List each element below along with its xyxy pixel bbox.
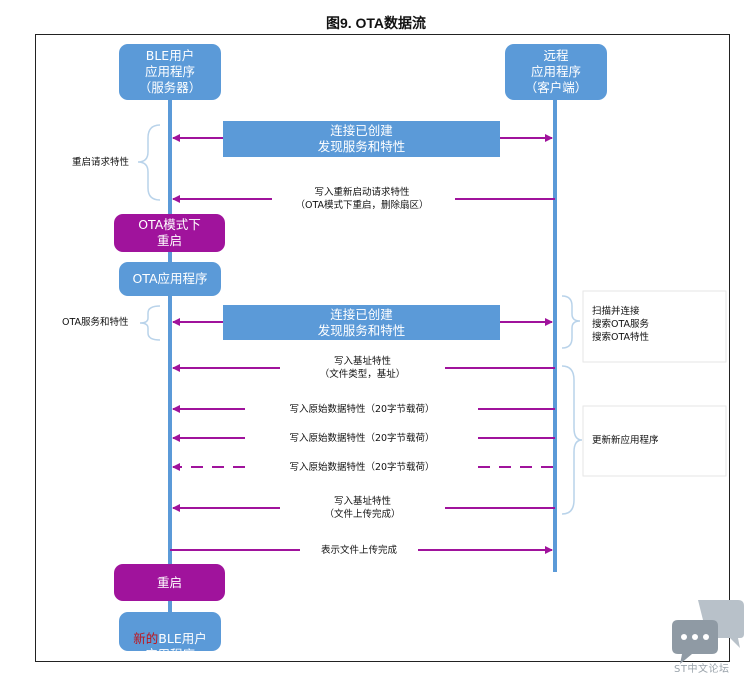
diagram-frame [35,34,730,662]
client-participant: 远程 应用程序 （客户端） [505,44,607,100]
note-reboot-request: 重启请求特性 [72,157,130,168]
new-app-label: BLE用户 应用程序 [144,631,207,662]
reboot-state: 重启 [114,564,225,601]
new-app-state: 新的BLE用户 应用程序 [119,612,221,662]
connect-band-1: 连接已创建 发现服务和特性 [223,121,500,157]
note-ota-service: OTA服务和特性 [62,317,129,328]
right-brace-update [561,365,583,515]
msg-write-base-1: 写入基址特性 （文件类型，基址） [319,356,406,380]
right-note-update-box [582,405,727,477]
ota-reboot-state: OTA模式下 重启 [114,214,225,252]
watermark-text: ST中文论坛 [674,664,730,675]
msg-raw-3: 写入原始数据特性（20字节载荷） [289,462,435,473]
right-note-scan-box [582,290,727,363]
figure-title: 图9. OTA数据流 [325,15,427,31]
msg-write-base-2: 写入基址特性 （文件上传完成） [324,496,401,520]
msg-write-reboot: 写入重新启动请求特性 （OTA模式下重启，删除扇区） [295,187,429,211]
new-app-prefix: 新的 [133,631,159,646]
connect-band-2: 连接已创建 发现服务和特性 [223,305,500,340]
left-brace-reboot [137,124,161,201]
server-participant: BLE用户 应用程序 （服务器） [119,44,221,100]
ota-app-state: OTA应用程序 [119,262,221,296]
msg-raw-1: 写入原始数据特性（20字节载荷） [289,404,435,415]
note-scan-connect: 扫描并连接 搜索OTA服务 搜索OTA特性 [592,306,650,343]
msg-raw-2: 写入原始数据特性（20字节载荷） [289,433,435,444]
chat-bubbles-watermark-icon [672,600,744,664]
note-update-app: 更新新应用程序 [592,435,659,446]
left-brace-ota [139,305,161,341]
msg-file-done: 表示文件上传完成 [320,545,397,556]
right-brace-scan [561,295,581,349]
